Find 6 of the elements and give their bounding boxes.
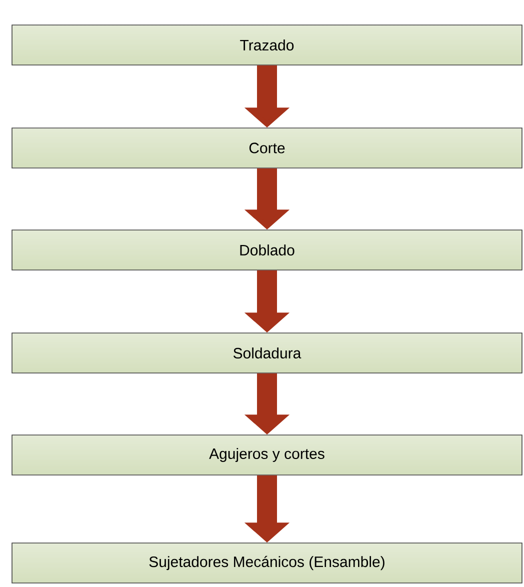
process-box: Soldadura — [12, 332, 522, 374]
process-box: Sujetadores Mecánicos (Ensamble) — [12, 542, 522, 584]
process-box: Agujeros y cortes — [12, 434, 522, 476]
process-box: Doblado — [12, 230, 522, 270]
process-box: Corte — [12, 128, 522, 168]
process-box: Trazado — [12, 24, 522, 66]
